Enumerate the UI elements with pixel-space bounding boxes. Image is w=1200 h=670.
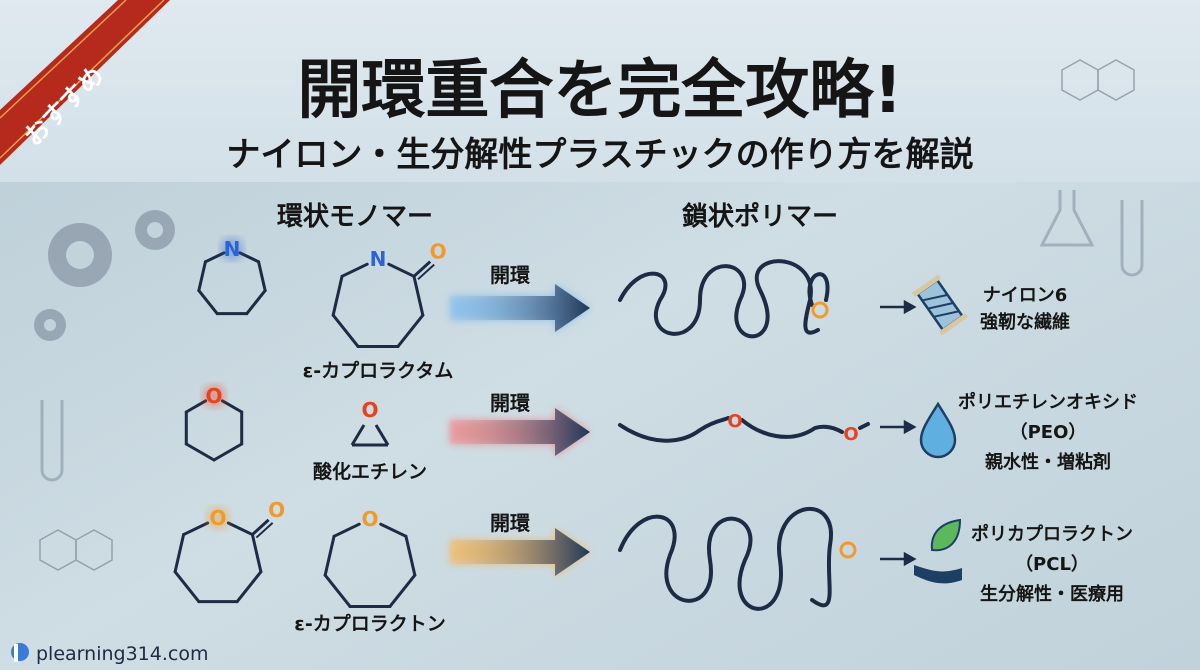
product-abbrev: （PCL） (1015, 554, 1089, 575)
monomer-label: 酸化エチレン (313, 460, 427, 483)
atom-label: O (727, 411, 742, 432)
ring-opening-arrow: 開環 (450, 263, 590, 332)
product-abbrev: （PEO） (1010, 422, 1087, 443)
page-subtitle: ナイロン・生分解性プラスチックの作り方を解説 (226, 135, 973, 175)
atom-label: N (224, 237, 241, 261)
atom-label: N (370, 247, 387, 271)
column-header-monomer: 環状モノマー (277, 202, 433, 232)
oxane-ring: O (184, 384, 244, 462)
thread-spool-icon (911, 274, 969, 336)
arrow-label: 開環 (490, 391, 531, 415)
carbonyl-oxygen: O (430, 240, 447, 264)
atom-label: O (209, 506, 226, 530)
ring-opening-arrow: 開環 (450, 511, 590, 576)
atom-label: O (843, 424, 858, 445)
atom-label: O (361, 507, 378, 531)
result-arrow (880, 299, 917, 567)
product-pcl: ポリカプロラクトン （PCL） 生分解性・医療用 (971, 523, 1133, 605)
polymer-chain-nylon6 (618, 259, 830, 339)
product-use: 強靭な繊維 (980, 311, 1070, 333)
product-name: ナイロン6 (983, 285, 1068, 306)
test-tube-icon (40, 190, 1144, 482)
monomer-label: ε-カプロラクトン (294, 612, 445, 635)
ethylene-oxide-ring: O (350, 398, 390, 447)
caprolactone-ring-b: O (323, 507, 417, 608)
leaf-hand-icon (914, 518, 962, 584)
azepane-ring: N (197, 237, 267, 316)
column-header-polymer: 鎖状ポリマー (682, 201, 838, 232)
carbonyl-oxygen: O (268, 498, 285, 522)
polymer-chain-peo (618, 416, 870, 443)
molecule-sketch-icon (39, 59, 1135, 571)
arrow-label: 開環 (490, 511, 531, 535)
site-logo (11, 643, 29, 662)
product-name: ポリカプロラクトン (971, 523, 1133, 545)
product-name: ポリエチレンオキシド (958, 391, 1138, 413)
atom-label: O (205, 384, 222, 408)
page-title: 開環重合を完全攻略! (297, 54, 902, 128)
site-url: plearning314.com (36, 643, 208, 665)
polymer-chain-pcl (618, 506, 833, 611)
product-peo: ポリエチレンオキシド （PEO） 親水性・増粘剤 (958, 391, 1138, 473)
atom-label: O (361, 398, 378, 422)
gear-icon (34, 210, 175, 341)
water-drop-icon (919, 401, 957, 459)
header-band (0, 0, 1200, 182)
arrow-label: 開環 (490, 263, 531, 287)
product-use: 生分解性・医療用 (980, 583, 1124, 605)
product-use: 親水性・増粘剤 (985, 451, 1111, 473)
ring-opening-arrow: 開環 (450, 391, 590, 456)
product-nylon6: ナイロン6 強靭な繊維 (980, 285, 1070, 333)
polymer-oxygen-atoms: O O (727, 301, 859, 559)
monomer-label: ε-カプロラクタム (303, 359, 454, 382)
